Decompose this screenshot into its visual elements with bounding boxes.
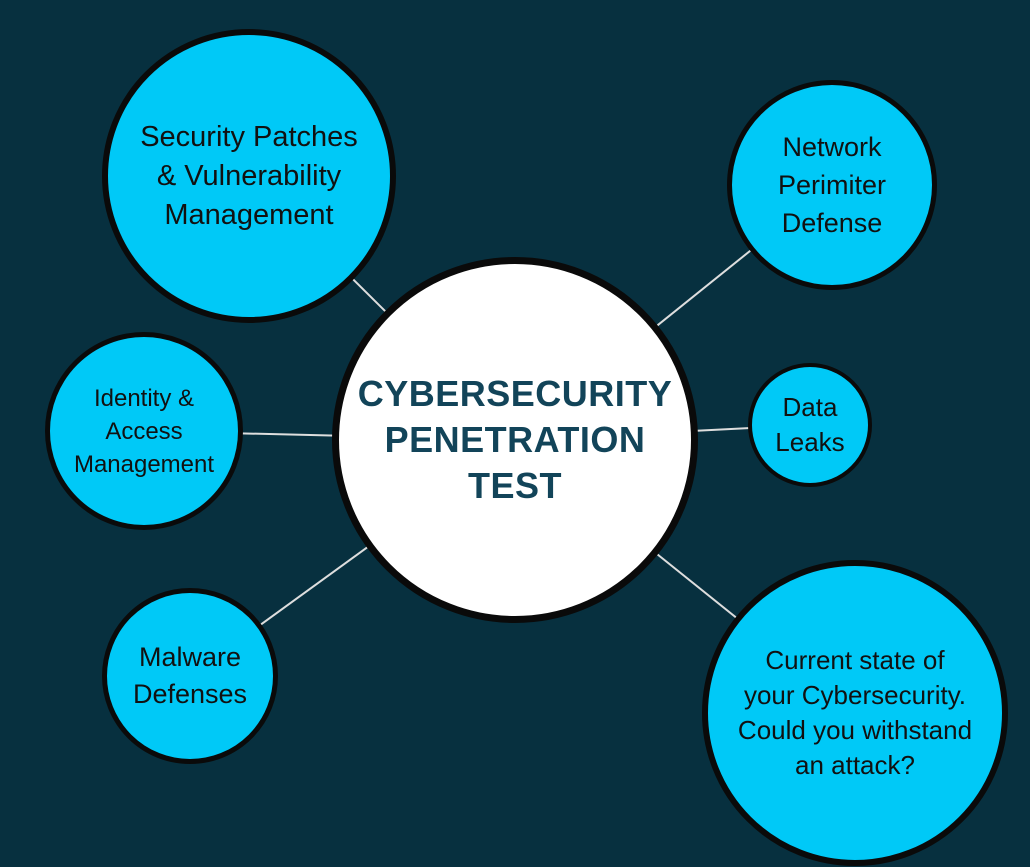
node-label: Security Patches & Vulnerability Managem… (140, 120, 358, 231)
node-label: Current state of your Cybersecurity. Cou… (737, 645, 973, 780)
node-data-leaks: Data Leaks (748, 363, 872, 487)
node-security-patches: Security Patches & Vulnerability Managem… (102, 29, 396, 323)
node-label: Identity & Access Management (73, 384, 215, 478)
node-current-state: Current state of your Cybersecurity. Cou… (702, 560, 1008, 866)
node-label: Malware Defenses (132, 642, 248, 709)
node-label: Data Leaks (775, 392, 845, 457)
node-malware-defenses: Malware Defenses (102, 588, 278, 764)
center-node-cybersecurity-penetration-test: CYBERSECURITY PENETRATION TEST (332, 257, 698, 623)
center-node-label: CYBERSECURITY PENETRATION TEST (357, 373, 673, 506)
node-identity-access: Identity & Access Management (45, 332, 243, 530)
node-network-perimeter: Network Perimiter Defense (727, 80, 937, 290)
node-label: Network Perimiter Defense (777, 132, 886, 238)
